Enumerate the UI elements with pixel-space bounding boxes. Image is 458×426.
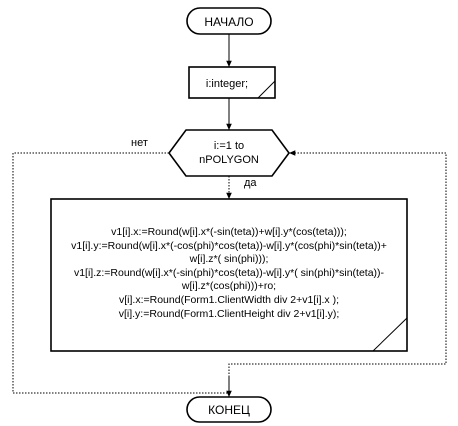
loop-range-label: i:=1 to [214, 140, 244, 152]
end-label: КОНЕЦ [208, 403, 250, 417]
body-line-5: w[i].z*(cos(phi)))+ro; [181, 280, 276, 292]
loop-exit-path [12, 152, 229, 394]
declaration-box: i:integer; [188, 66, 276, 99]
loop-back-path [228, 150, 447, 377]
body-line-3: w[i].z*( sin(phi))); [189, 253, 269, 265]
loop-hexagon: i:=1 to nPOLYGON [168, 129, 290, 177]
body-line-4: v1[i].z:=Round(w[i].x*(-sin(phi)*cos(tet… [74, 267, 385, 279]
declaration-label: i:integer; [206, 78, 248, 90]
loop-no-label: нет [131, 137, 148, 149]
body-line-1: v1[i].x:=Round(w[i].x*(-sin(teta))+w[i].… [111, 226, 347, 238]
start-label: НАЧАЛО [204, 15, 253, 29]
start-terminator: НАЧАЛО [186, 7, 272, 35]
loop-limit-label: nPOLYGON [199, 154, 259, 166]
loop-yes-label: да [244, 177, 257, 189]
body-line-7: v[i].y:=Round(Form1.ClientHeight div 2+v… [119, 308, 340, 320]
loop-body-box: v1[i].x:=Round(w[i].x*(-sin(teta))+w[i].… [50, 198, 408, 352]
body-line-6: v[i].x:=Round(Form1.ClientWidth div 2+v1… [119, 294, 339, 306]
body-line-2: v1[i].y:=Round(w[i].x*(-cos(phi)*cos(tet… [71, 240, 387, 252]
end-terminator: КОНЕЦ [186, 396, 272, 423]
